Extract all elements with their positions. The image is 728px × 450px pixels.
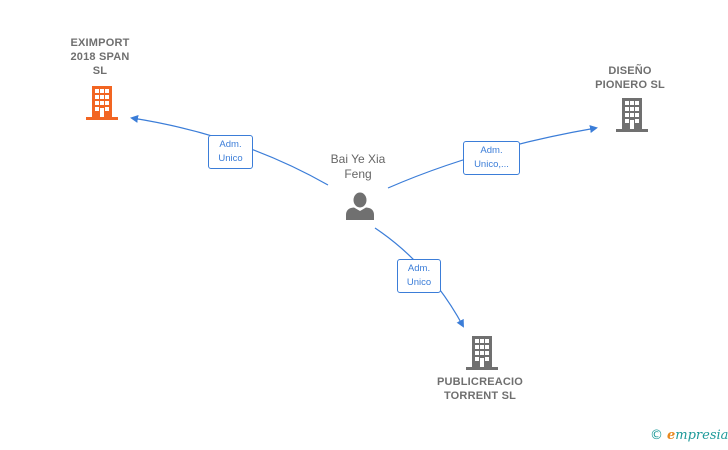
building-icon[interactable] — [616, 98, 648, 132]
role-text: Unico — [218, 153, 243, 164]
role-text: Adm. — [407, 263, 431, 274]
company-label-diseno[interactable]: DISEÑO PIONERO SL — [580, 64, 680, 92]
role-text: Adm. — [219, 139, 242, 150]
company-name-line: PIONERO SL — [595, 79, 665, 91]
role-text: Adm. — [480, 145, 503, 156]
company-name-line: DISEÑO — [608, 65, 652, 77]
company-name-line: SL — [92, 65, 108, 77]
company-name-line: 2018 SPAN — [70, 51, 130, 63]
building-icon[interactable] — [466, 336, 498, 370]
role-text: Unico,... — [474, 159, 509, 170]
building-icon[interactable] — [86, 86, 118, 120]
company-name-line: EXIMPORT — [70, 37, 130, 49]
role-label-diseno[interactable]: Adm. Unico,... — [463, 141, 520, 175]
person-name-line: Feng — [344, 167, 372, 181]
company-name-line: PUBLICREACIO — [436, 376, 524, 388]
company-label-eximport[interactable]: EXIMPORT 2018 SPAN SL — [50, 36, 150, 78]
brand-initial: e — [667, 428, 676, 443]
person-name[interactable]: Bai Ye Xia Feng — [308, 152, 408, 182]
role-text: Unico — [406, 277, 432, 288]
person-icon[interactable] — [345, 192, 375, 220]
company-label-publicreacio[interactable]: PUBLICREACIO TORRENT SL — [420, 375, 540, 403]
role-label-eximport[interactable]: Adm. Unico — [208, 135, 253, 169]
copyright-symbol: © — [650, 428, 663, 443]
role-label-publicreacio[interactable]: Adm. Unico — [397, 259, 441, 293]
company-name-line: TORRENT SL — [443, 390, 517, 402]
empresia-logo: © empresia — [650, 428, 728, 443]
brand-name: mpresia — [675, 428, 728, 443]
person-name-line: Bai Ye Xia — [330, 152, 386, 166]
